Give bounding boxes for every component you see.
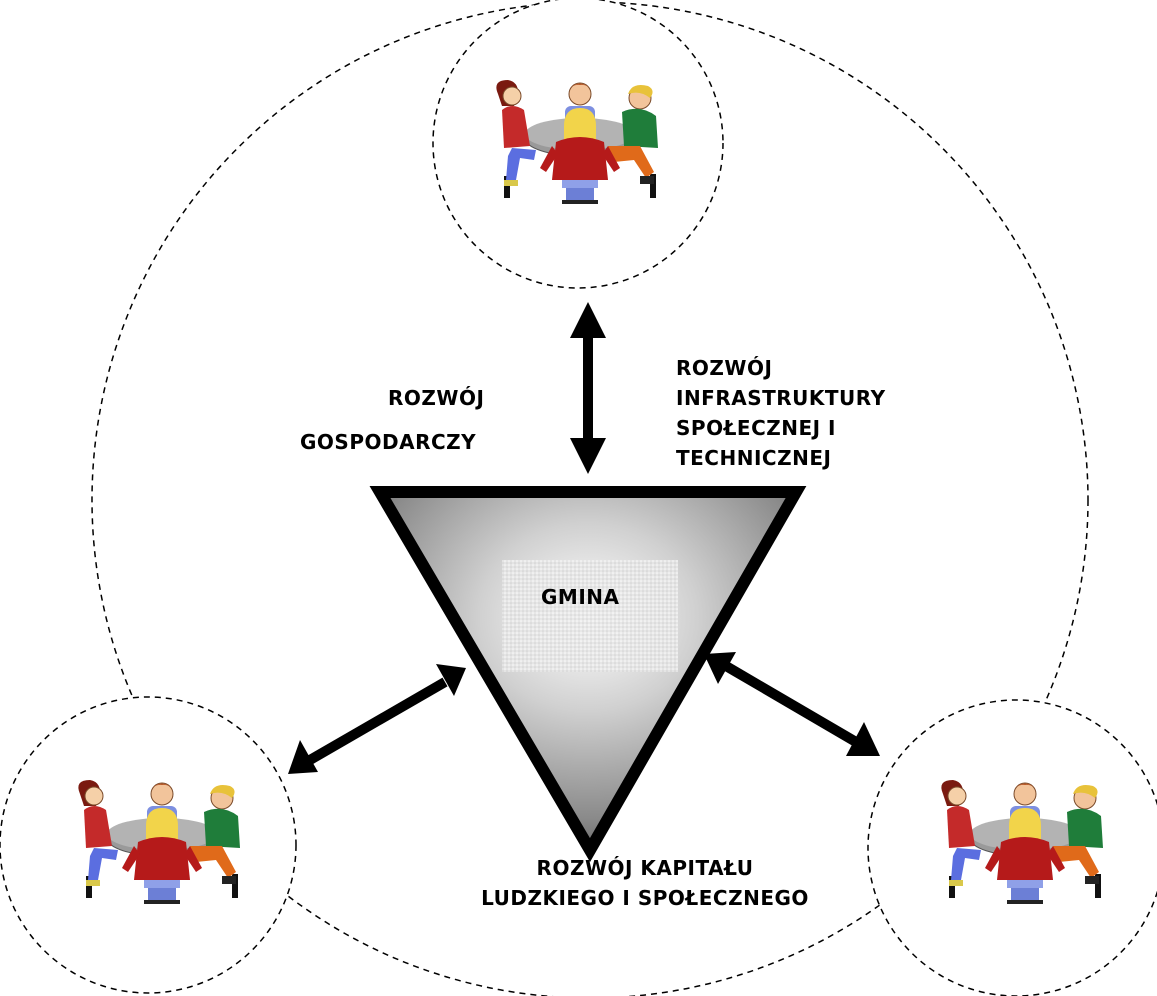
label-line: ROZWÓJ KAPITAŁU: [536, 856, 754, 880]
label-economic-line2: GOSPODARCZY: [300, 430, 477, 454]
arrow-top: [570, 302, 606, 474]
label-line: TECHNICZNEJ: [676, 446, 832, 470]
label-gmina: GMINA: [541, 585, 620, 609]
label-line: SPOŁECZNEJ I: [676, 416, 836, 440]
label-economic-line1: ROZWÓJ: [388, 386, 485, 410]
arrow-bottom-right: [704, 652, 880, 756]
label-line: LUDZKIEGO I SPOŁECZNEGO: [481, 886, 809, 910]
label-human-capital: ROZWÓJ KAPITAŁU LUDZKIEGO I SPOŁECZNEGO: [445, 853, 845, 913]
label-line: INFRASTRUKTURY: [676, 386, 886, 410]
label-infrastructure: ROZWÓJ INFRASTRUKTURY SPOŁECZNEJ I TECHN…: [676, 353, 886, 473]
arrow-bottom-left: [288, 664, 466, 774]
gmina-dotted-panel: [502, 560, 678, 672]
label-line: ROZWÓJ: [676, 356, 773, 380]
